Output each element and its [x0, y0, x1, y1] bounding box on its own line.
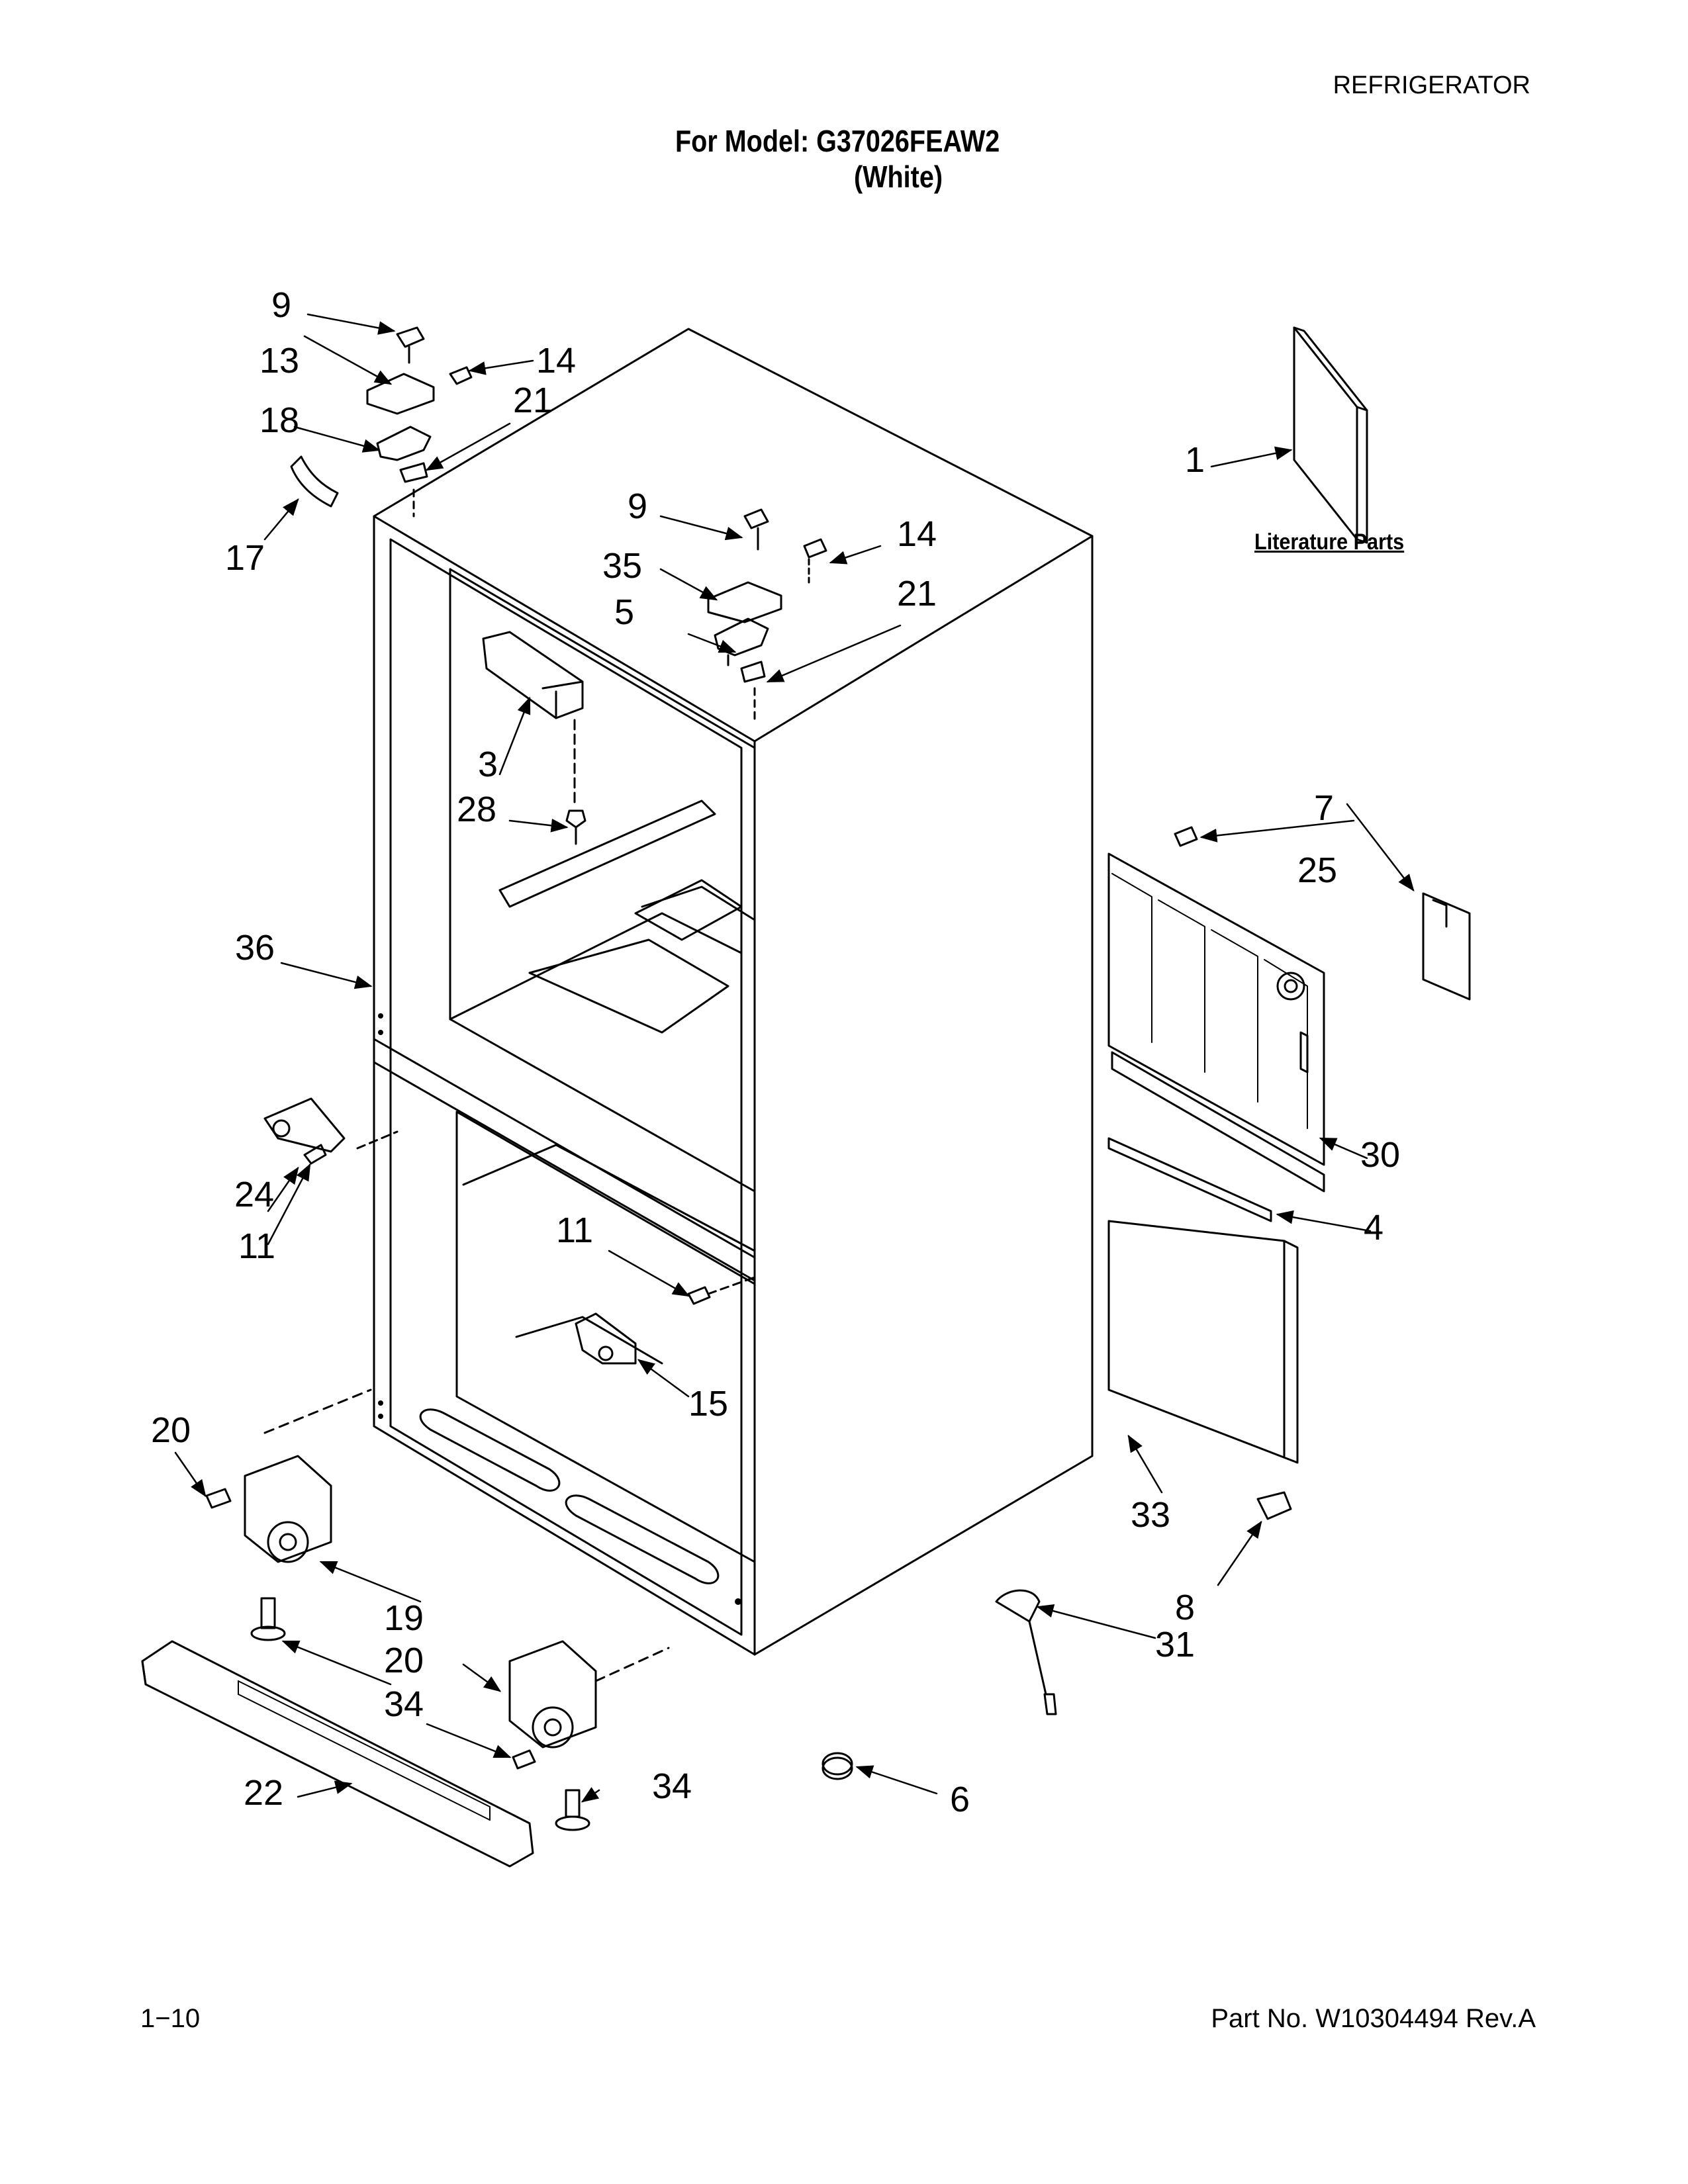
- page-number: 1−10: [140, 2004, 201, 2033]
- drawer-slide-15: [576, 1314, 635, 1363]
- leader-lines: [175, 314, 1415, 1803]
- screw-11-center: [688, 1277, 755, 1304]
- callout-4: 4: [1364, 1208, 1384, 1248]
- callout-28: 28: [457, 790, 497, 829]
- screw-28: [567, 811, 585, 844]
- callout-35: 35: [602, 546, 643, 586]
- callout-33: 33: [1131, 1495, 1171, 1535]
- callout-5: 5: [614, 592, 635, 632]
- callout-15: 15: [688, 1384, 729, 1424]
- callout-11-left: 11: [238, 1226, 276, 1266]
- rear-access-cover-30: [1109, 854, 1324, 1191]
- literature-book: [1294, 328, 1367, 543]
- shelf-support: [500, 801, 741, 940]
- bracket-7: [1423, 893, 1470, 999]
- base-grille-22: [142, 1641, 533, 1866]
- water-tube-31: [996, 1590, 1056, 1714]
- callout-30: 30: [1360, 1135, 1401, 1175]
- callout-1: 1: [1185, 440, 1205, 480]
- callout-20-left: 20: [151, 1410, 191, 1450]
- callout-9-top-left: 9: [271, 285, 292, 325]
- callout-31: 31: [1155, 1625, 1196, 1664]
- callout-11-center: 11: [556, 1210, 594, 1250]
- callout-13: 13: [259, 341, 300, 381]
- screw-20-right: [513, 1751, 535, 1768]
- callout-34-left: 34: [384, 1684, 424, 1724]
- callout-22: 22: [244, 1773, 284, 1813]
- callout-25: 25: [1297, 850, 1338, 890]
- clip-8: [1258, 1492, 1291, 1519]
- top-hinge-right: [708, 510, 826, 721]
- screw-11-left: [305, 1145, 326, 1163]
- callout-9-top-right: 9: [628, 486, 648, 526]
- front-roller-right: [510, 1641, 669, 1747]
- color-line: (White): [854, 159, 943, 194]
- callout-14-top-right: 14: [897, 514, 937, 554]
- model-line: For Model: G37026FEAW2: [675, 124, 1000, 158]
- callout-24: 24: [234, 1175, 275, 1214]
- callout-14-top-left: 14: [536, 341, 577, 381]
- callout-36: 36: [235, 928, 275, 968]
- light-housing-3: [483, 632, 583, 807]
- callout-8: 8: [1175, 1588, 1196, 1627]
- cabinet-shell: [374, 329, 1092, 1655]
- callout-3: 3: [478, 745, 498, 784]
- screw-20-left: [207, 1489, 230, 1508]
- toe-panel-33: [1109, 1221, 1297, 1463]
- top-hinge-left: [291, 328, 471, 516]
- literature-parts-label: Literature Parts: [1254, 529, 1405, 555]
- callout-18: 18: [259, 400, 300, 440]
- grommet-6: [823, 1753, 852, 1779]
- callout-19: 19: [384, 1598, 424, 1638]
- leveler-34-left: [252, 1598, 285, 1640]
- callout-17: 17: [225, 538, 265, 578]
- callout-21-top-left: 21: [513, 381, 553, 420]
- part-number: Part No. W10304494 Rev.A: [1211, 2004, 1536, 2033]
- screw-25: [1175, 827, 1197, 846]
- callout-21-top-right: 21: [897, 574, 937, 614]
- callout-34-right: 34: [652, 1766, 692, 1806]
- hinge-24: [265, 1099, 397, 1152]
- callout-20-right: 20: [384, 1641, 424, 1680]
- front-roller-left: [245, 1390, 371, 1562]
- leveler-34-right: [556, 1790, 589, 1830]
- callout-6: 6: [950, 1780, 970, 1819]
- callout-7: 7: [1314, 788, 1335, 828]
- gasket-strip-4: [1109, 1138, 1271, 1221]
- page-category: REFRIGERATOR: [1333, 71, 1530, 99]
